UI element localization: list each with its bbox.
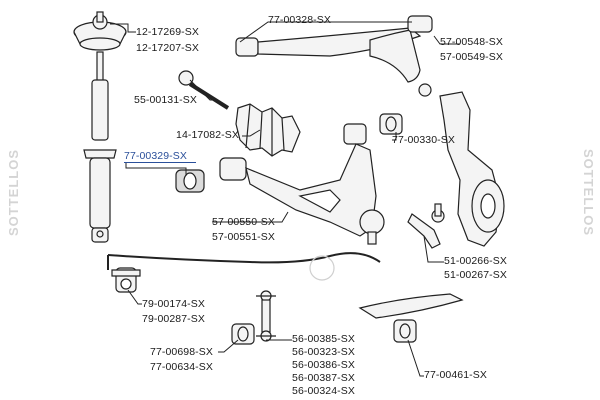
part-label[interactable]: 55-00131-SX: [134, 94, 197, 106]
part-label[interactable]: 57-00551-SX: [212, 231, 275, 243]
lower-control-arm: [219, 123, 385, 245]
part-label[interactable]: 14-17082-SX: [176, 129, 239, 141]
part-label[interactable]: 51-00266-SX: [444, 255, 507, 267]
brand-watermark-left: SOTTELLOS: [6, 149, 21, 236]
bushing-77-00330: [379, 113, 403, 135]
stabilizer-link: [256, 290, 276, 342]
brand-watermark-right: SOTTELLOS: [581, 149, 596, 236]
part-label[interactable]: 57-00550-SX: [212, 216, 275, 228]
lower-arm-rear: [358, 293, 464, 343]
tie-rod: [178, 70, 230, 110]
part-label[interactable]: 57-00548-SX: [440, 36, 503, 48]
tie-rod-end: [407, 203, 445, 249]
stabilizer-bushing: [111, 267, 141, 293]
part-label[interactable]: 77-00461-SX: [424, 369, 487, 381]
part-label[interactable]: 77-00328-SX: [268, 14, 331, 26]
strut-top-mount: [73, 11, 127, 51]
shock-absorber: [83, 51, 117, 243]
part-label[interactable]: 77-00634-SX: [150, 361, 213, 373]
part-label[interactable]: 57-00549-SX: [440, 51, 503, 63]
bushing-77-00329: [175, 169, 205, 193]
steering-boot: [235, 103, 301, 157]
part-label[interactable]: 56-00385-SX: [292, 333, 355, 345]
part-label[interactable]: 12-17207-SX: [136, 42, 199, 54]
part-label[interactable]: 56-00323-SX: [292, 346, 355, 358]
stabilizer-bar: [107, 252, 381, 264]
steering-knuckle: [439, 91, 505, 247]
part-label-highlighted[interactable]: 77-00329-SX: [124, 150, 187, 162]
part-label[interactable]: 77-00698-SX: [150, 346, 213, 358]
highlight-underline: [124, 162, 196, 163]
bushing-77-00698: [231, 323, 255, 345]
part-label[interactable]: 79-00174-SX: [142, 298, 205, 310]
part-label[interactable]: 56-00386-SX: [292, 359, 355, 371]
part-label[interactable]: 79-00287-SX: [142, 313, 205, 325]
part-label[interactable]: 12-17269-SX: [136, 26, 199, 38]
part-label[interactable]: 56-00387-SX: [292, 372, 355, 384]
part-label[interactable]: 51-00267-SX: [444, 269, 507, 281]
part-label[interactable]: 56-00324-SX: [292, 385, 355, 397]
part-label[interactable]: 77-00330-SX: [392, 134, 455, 146]
upper-control-arm: [235, 15, 433, 97]
